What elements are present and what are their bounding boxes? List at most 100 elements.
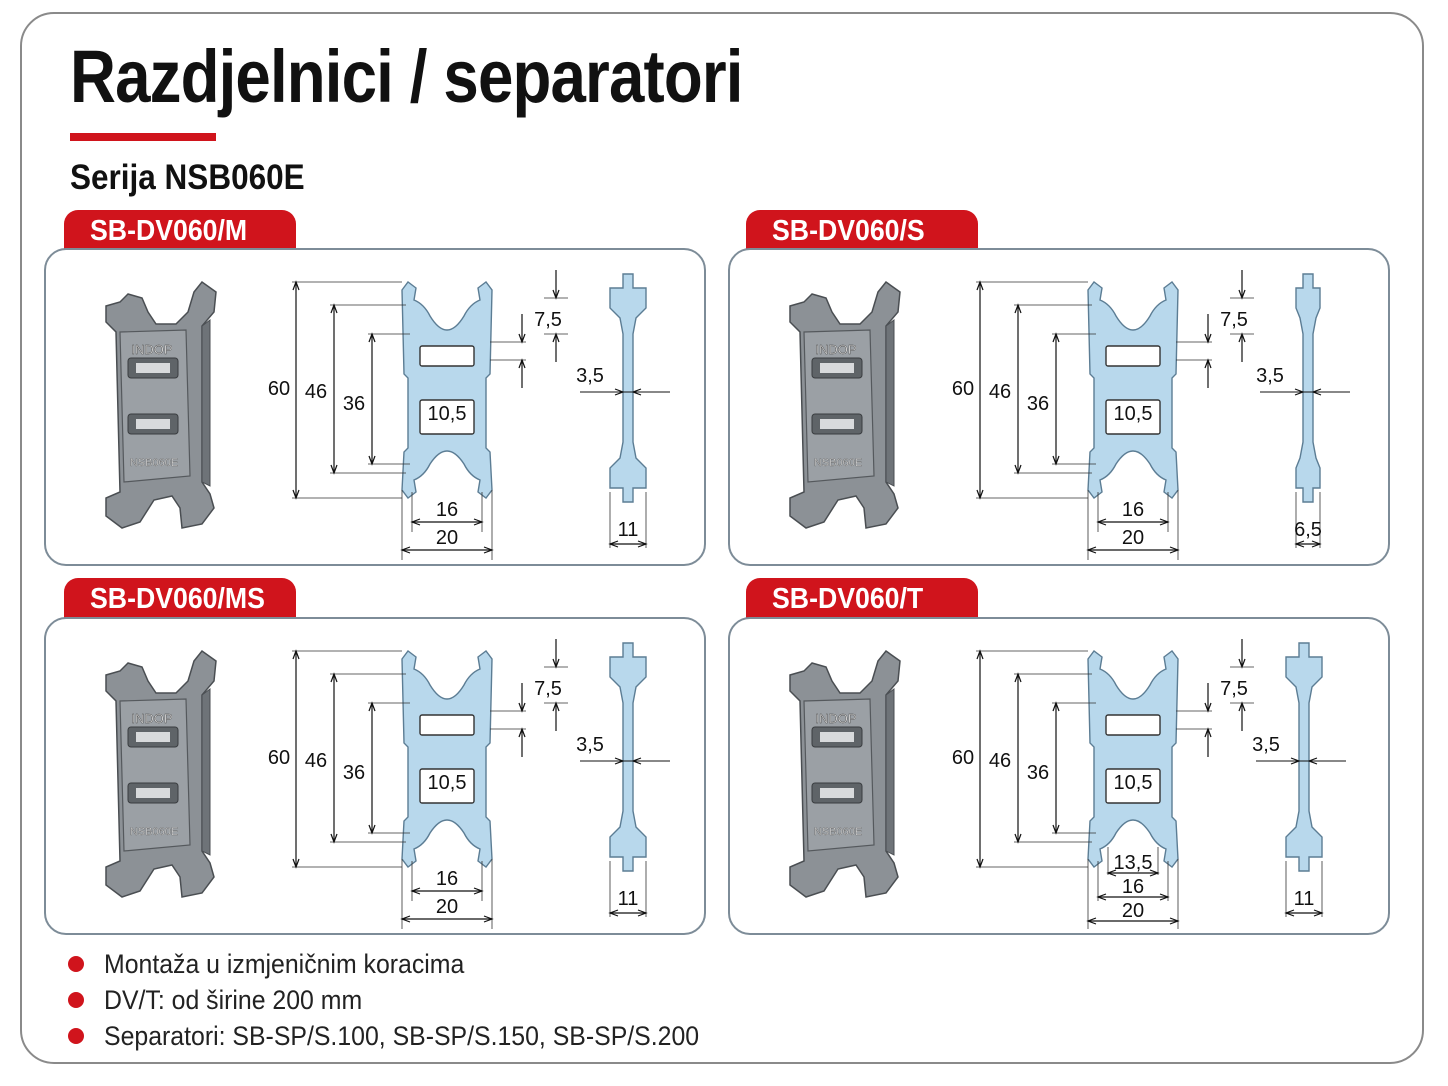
slot-upper	[1105, 714, 1161, 736]
arrowhead-icon	[368, 332, 376, 343]
part-mark: NSB060E	[814, 457, 862, 469]
arrowhead-icon	[1106, 869, 1117, 877]
arrowhead-icon	[976, 649, 984, 660]
slot-highlight	[820, 788, 854, 798]
dim-gap: 7,5	[534, 678, 562, 700]
brand-logo: INDOP	[131, 342, 172, 357]
title-underline	[70, 133, 216, 141]
arrowhead-icon	[1159, 518, 1170, 526]
arrowhead-icon	[1290, 757, 1301, 765]
arrowhead-icon	[292, 858, 300, 869]
arrowhead-icon	[473, 887, 484, 895]
arrowhead-icon	[473, 518, 484, 526]
dim-height-46: 46	[305, 381, 327, 403]
dim-inner-width: 16	[436, 499, 458, 521]
arrowhead-icon	[631, 757, 642, 765]
arrowhead-icon	[976, 858, 984, 869]
slot-highlight	[136, 363, 170, 373]
dim-inner-width: 16	[1122, 499, 1144, 521]
arrowhead-icon	[1052, 824, 1060, 835]
slot-lower	[1105, 768, 1161, 804]
arrowhead-icon	[518, 333, 526, 344]
product-tab-t: SB-DV060/T	[746, 578, 978, 618]
arrowhead-icon	[1169, 546, 1180, 554]
arrowhead-icon	[292, 280, 300, 291]
arrowhead-icon	[1014, 833, 1022, 844]
dim-slot-width: 10,5	[1114, 772, 1153, 794]
dim-slot-width: 10,5	[428, 403, 467, 425]
separator-side	[885, 319, 895, 487]
arrowhead-icon	[976, 280, 984, 291]
note-item: DV/T: od širine 200 mm	[66, 982, 751, 1018]
dim-height-60: 60	[952, 747, 974, 769]
dim-web: 3,5	[1256, 365, 1284, 387]
dim-height-36: 36	[1027, 393, 1049, 415]
dim-outer-width: 20	[1122, 900, 1144, 922]
arrowhead-icon	[368, 455, 376, 466]
product-name: SB-DV060/S	[772, 215, 925, 247]
dim-side-width: 11	[1294, 888, 1315, 910]
dim-height-36: 36	[343, 393, 365, 415]
arrowhead-icon	[518, 727, 526, 738]
arrowhead-icon	[631, 388, 642, 396]
separator-photo: INDOP NSB060E	[105, 649, 217, 898]
brand-logo: INDOP	[131, 711, 172, 726]
arrowhead-icon	[637, 540, 648, 548]
dim-slot-width: 10,5	[1114, 403, 1153, 425]
arrowhead-icon	[1052, 701, 1060, 712]
dim-height-36: 36	[1027, 762, 1049, 784]
arrowhead-icon	[410, 518, 421, 526]
bullet-dot-icon	[68, 956, 84, 972]
arrowhead-icon	[1294, 388, 1305, 396]
slot-highlight	[136, 419, 170, 429]
dim-gap: 7,5	[1220, 309, 1248, 331]
separator-side	[201, 688, 211, 856]
notes-list: Montaža u izmjeničnim koracima DV/T: od …	[66, 946, 751, 1054]
arrowhead-icon	[1052, 455, 1060, 466]
arrowhead-icon	[1169, 917, 1180, 925]
arrowhead-icon	[292, 649, 300, 660]
part-mark: NSB060E	[130, 826, 178, 838]
dim-web: 3,5	[576, 365, 604, 387]
product-name: SB-DV060/M	[90, 215, 248, 247]
dim-height-46: 46	[305, 750, 327, 772]
arrowhead-icon	[518, 702, 526, 713]
dim-side-width: 11	[618, 519, 639, 541]
page-title: Razdjelnici / separatori	[70, 35, 743, 118]
arrowhead-icon	[1311, 388, 1322, 396]
arrowhead-icon	[483, 915, 494, 923]
slot-lower	[419, 399, 475, 435]
separator-side	[201, 319, 211, 487]
arrowhead-icon	[637, 909, 648, 917]
separator-side	[885, 688, 895, 856]
arrowhead-icon	[410, 887, 421, 895]
slot-highlight	[136, 732, 170, 742]
dim-height-60: 60	[268, 747, 290, 769]
arrowhead-icon	[1014, 672, 1022, 683]
slot-highlight	[820, 419, 854, 429]
arrowhead-icon	[330, 672, 338, 683]
bullet-dot-icon	[68, 992, 84, 1008]
arrowhead-icon	[330, 464, 338, 475]
dim-web: 3,5	[576, 734, 604, 756]
product-name: SB-DV060/T	[772, 583, 924, 615]
front-profile-shape	[401, 281, 493, 499]
front-profile-shape	[401, 650, 493, 868]
dim-height-60: 60	[952, 378, 974, 400]
arrowhead-icon	[1014, 464, 1022, 475]
arrowhead-icon	[483, 546, 494, 554]
dim-side-width: 11	[618, 888, 639, 910]
arrowhead-icon	[518, 358, 526, 369]
slot-upper	[419, 714, 475, 736]
dim-inner-width: 16	[1122, 876, 1144, 898]
dim-gap: 7,5	[1220, 678, 1248, 700]
side-profile-shape	[1285, 642, 1323, 872]
